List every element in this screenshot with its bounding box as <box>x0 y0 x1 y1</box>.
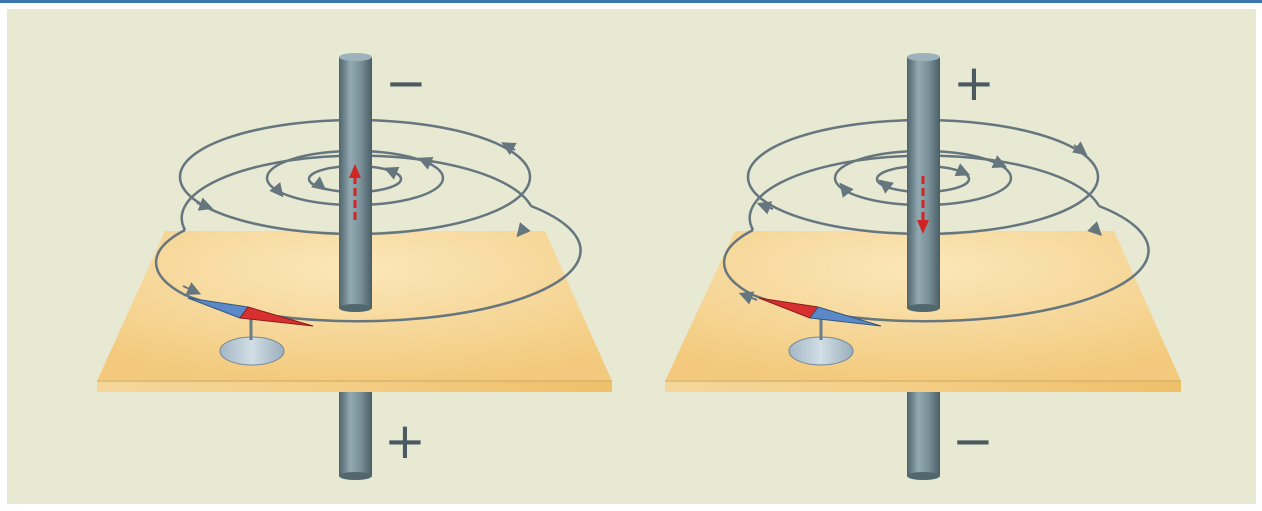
left-wire-bottom <box>339 388 372 476</box>
right-setup: + − <box>665 53 1181 480</box>
left-plate-edge <box>97 381 612 392</box>
left-top-sign: − <box>385 54 427 112</box>
right-bottom-sign: − <box>952 412 994 470</box>
right-field-line-outer-front <box>722 204 1150 323</box>
right-field-line-outer-back <box>748 154 1101 231</box>
right-wire-bottom-end <box>907 472 940 480</box>
right-top-sign: + <box>953 54 995 112</box>
left-bottom-sign: + <box>384 412 426 470</box>
right-current-arrow <box>917 176 929 234</box>
left-current-arrow <box>349 164 361 220</box>
right-plate-edge <box>665 381 1181 392</box>
right-compass <box>758 297 882 366</box>
left-compass <box>187 297 314 366</box>
right-wire-bottom <box>907 388 940 476</box>
left-field-line-outer-front <box>154 204 582 323</box>
left-setup: − + <box>97 53 612 480</box>
right-wire-plate-hole <box>907 304 940 312</box>
left-wire-plate-hole <box>339 304 372 312</box>
right-needle-south <box>809 306 882 327</box>
left-wire-bottom-end <box>339 472 372 480</box>
left-wire-top-end <box>339 53 372 61</box>
top-rule <box>0 0 1262 3</box>
left-field-line-outer-back <box>180 154 533 231</box>
right-wire-top-end <box>907 53 940 61</box>
left-needle-north <box>239 306 314 327</box>
